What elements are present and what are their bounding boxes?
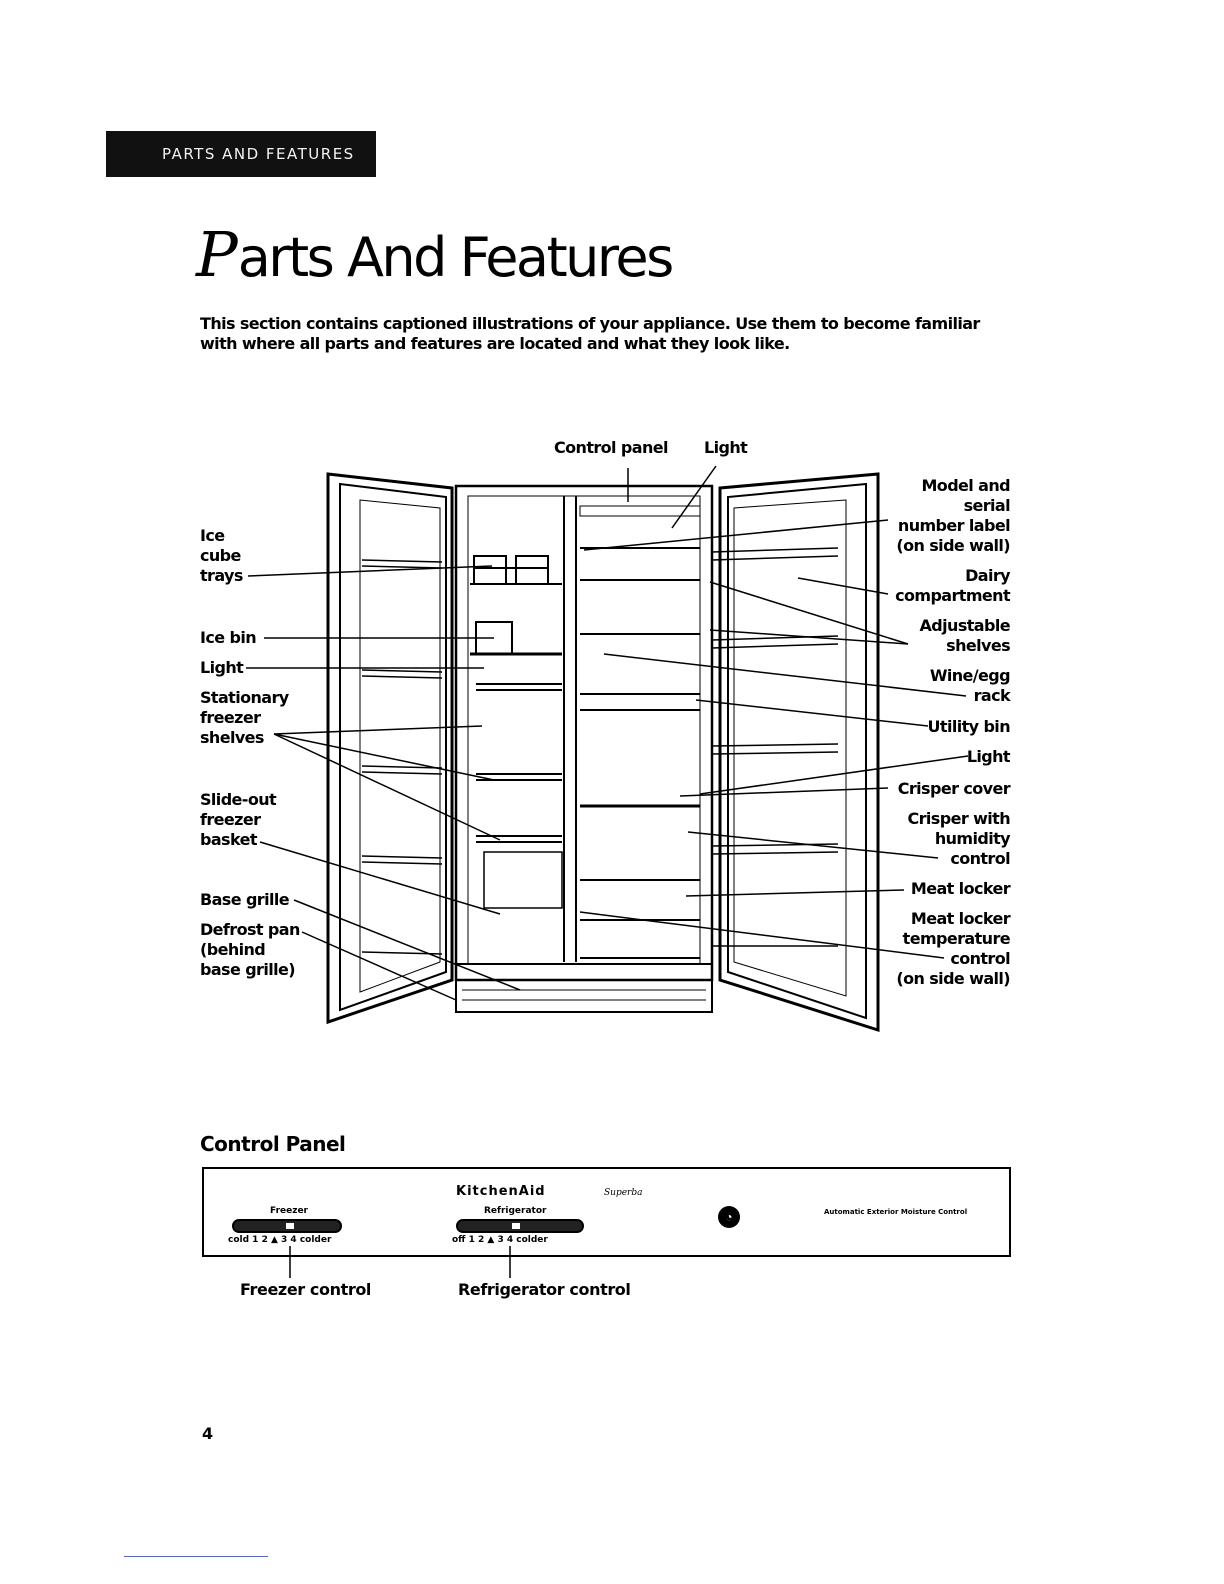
section-tab: PARTS AND FEATURES — [106, 131, 376, 177]
freezer-control-caption: Freezer control — [240, 1280, 372, 1299]
brand-subtitle: Superba — [604, 1188, 643, 1198]
label-crisper-humidity: Crisper with humidity control — [907, 809, 1010, 868]
label-slide-out-freezer-basket: Slide-out freezer basket — [200, 790, 277, 849]
freezer-slider[interactable] — [232, 1219, 342, 1233]
page-title: Parts And Features — [196, 218, 675, 291]
freezer-slider-knob[interactable] — [286, 1223, 294, 1229]
refrigerator-slider-knob[interactable] — [512, 1223, 520, 1229]
title-rest: arts And Features — [237, 226, 675, 289]
control-panel-box — [202, 1167, 1011, 1257]
label-ice-bin: Ice bin — [200, 628, 257, 647]
label-defrost-pan: Defrost pan (behind base grille) — [200, 920, 300, 979]
label-utility-bin: Utility bin — [927, 717, 1011, 736]
refrigerator-slider-label: Refrigerator — [484, 1206, 547, 1216]
title-drop-cap: P — [196, 218, 238, 291]
label-meat-locker: Meat locker — [910, 879, 1011, 898]
label-dairy-compartment: Dairy compartment — [895, 566, 1011, 605]
freezer-scale: cold 1 2 ▲ 3 4 colder — [228, 1235, 332, 1245]
label-control-panel: Control panel — [554, 438, 668, 457]
footer-rule — [124, 1556, 268, 1557]
moisture-control-icon[interactable]: ◔ — [718, 1206, 740, 1228]
label-freezer-light: Light — [200, 658, 244, 677]
label-crisper-cover: Crisper cover — [897, 779, 1011, 798]
label-top-light: Light — [704, 438, 748, 457]
label-model-serial: Model and serial number label (on side w… — [896, 476, 1010, 555]
label-meat-locker-temperature: Meat locker temperature control (on side… — [896, 909, 1010, 988]
brand-logo: KitchenAid — [456, 1184, 546, 1199]
refrigerator-slider[interactable] — [456, 1219, 584, 1233]
label-fresh-food-light: Light — [966, 747, 1011, 766]
control-panel-heading: Control Panel — [200, 1132, 346, 1156]
label-adjustable-shelves: Adjustable shelves — [919, 616, 1011, 655]
refrigerator-scale: off 1 2 ▲ 3 4 colder — [452, 1235, 548, 1245]
moisture-control-label: Automatic Exterior Moisture Control — [824, 1208, 968, 1216]
label-ice-cube-trays: Ice cube trays — [200, 526, 243, 585]
page-number: 4 — [202, 1424, 214, 1443]
label-wine-egg-rack: Wine/egg rack — [929, 666, 1011, 705]
label-base-grille: Base grille — [200, 890, 290, 909]
intro-paragraph: This section contains captioned illustra… — [200, 314, 980, 353]
label-stationary-freezer-shelves: Stationary freezer shelves — [200, 688, 289, 747]
freezer-slider-label: Freezer — [270, 1206, 308, 1216]
refrigerator-control-caption: Refrigerator control — [458, 1280, 631, 1299]
